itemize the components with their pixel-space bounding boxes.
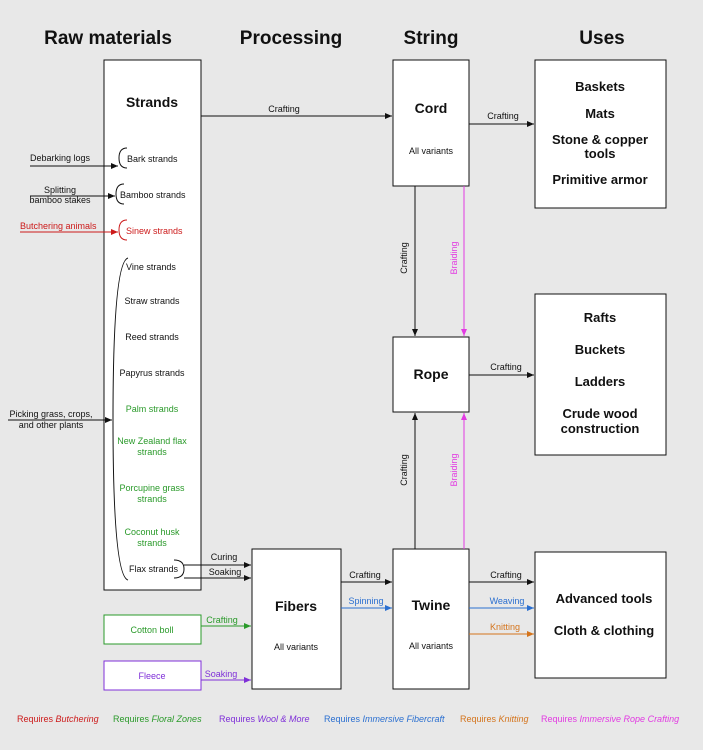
twine-to-rope-crafting-label: Crafting — [399, 454, 409, 486]
column-header-string: String — [404, 28, 459, 49]
cord-to-uses-label: Crafting — [487, 111, 519, 121]
fibers-title: Fibers — [275, 598, 317, 614]
column-header-raw-materials: Raw materials — [44, 28, 172, 49]
bark-strands-label: Bark strands — [127, 154, 178, 164]
use-rafts: Rafts — [584, 310, 617, 325]
cord-box — [392, 59, 470, 187]
curing-label: Curing — [211, 552, 238, 562]
palm-strands-label: Palm strands — [126, 404, 179, 414]
cord-title: Cord — [415, 100, 448, 116]
legend-immersive-rope-crafting: Requires Immersive Rope Crafting — [541, 714, 679, 724]
straw-strands-label: Straw strands — [124, 296, 180, 306]
twine-uses-box — [534, 551, 667, 679]
twine-box — [392, 548, 470, 690]
legend-wool-more: Requires Wool & More — [219, 714, 310, 724]
use-stone-copper-line2: tools — [584, 146, 615, 161]
weaving-label: Weaving — [490, 596, 525, 606]
debarking-label: Debarking logs — [30, 153, 91, 163]
legend-immersive-fibercraft: Requires Immersive Fibercraft — [324, 714, 445, 724]
bark-bracket — [118, 147, 128, 169]
use-crude-wood-line1: Crude wood — [562, 406, 637, 421]
spinning-label: Spinning — [348, 596, 383, 606]
nz-flax-strands-label-line2: strands — [137, 447, 167, 457]
use-baskets: Baskets — [575, 79, 625, 94]
vine-strands-label: Vine strands — [126, 262, 176, 272]
cotton-to-fibers-label: Crafting — [206, 615, 238, 625]
sinew-strands-label: Sinew strands — [126, 226, 183, 236]
porcupine-strands-label-line2: strands — [137, 494, 167, 504]
cotton-boll-label: Cotton boll — [130, 625, 173, 635]
papyrus-strands-label: Papyrus strands — [119, 368, 185, 378]
use-primitive-armor: Primitive armor — [552, 172, 647, 187]
rope-uses-box — [534, 293, 667, 456]
strands-to-cord-label: Crafting — [268, 104, 300, 114]
butchering-label: Butchering animals — [20, 221, 97, 231]
use-crude-wood-line2: construction — [561, 421, 640, 436]
flax-strands-label: Flax strands — [129, 564, 179, 574]
column-header-processing: Processing — [240, 28, 342, 49]
fibers-to-twine-crafting-label: Crafting — [349, 570, 381, 580]
fleece-label: Fleece — [138, 671, 165, 681]
twine-title: Twine — [412, 597, 451, 613]
plants-bracket — [112, 257, 129, 581]
cord-subtitle: All variants — [409, 146, 454, 156]
soaking-label: Soaking — [209, 567, 242, 577]
strands-title: Strands — [126, 94, 178, 110]
cotton-boll-box — [103, 614, 202, 645]
bamboo-bracket — [115, 183, 125, 205]
splitting-label-line1: Splitting — [44, 185, 76, 195]
rope-title: Rope — [414, 366, 449, 382]
twine-to-uses-crafting-label: Crafting — [490, 570, 522, 580]
use-mats: Mats — [585, 106, 615, 121]
use-ladders: Ladders — [575, 374, 626, 389]
legend-butchering: Requires Butchering — [17, 714, 99, 724]
fibers-subtitle: All variants — [274, 642, 319, 652]
column-header-uses: Uses — [579, 28, 624, 49]
bamboo-strands-label: Bamboo strands — [120, 190, 186, 200]
legend-floral-zones: Requires Floral Zones — [113, 714, 202, 724]
splitting-label-line2: bamboo stakes — [29, 195, 91, 205]
coconut-strands-label-line2: strands — [137, 538, 167, 548]
nz-flax-strands-label-line1: New Zealand flax — [117, 436, 187, 446]
use-buckets: Buckets — [575, 342, 626, 357]
rope-to-uses-label: Crafting — [490, 362, 522, 372]
picking-label-line2: and other plants — [19, 420, 84, 430]
reed-strands-label: Reed strands — [125, 332, 179, 342]
flax-bracket — [173, 559, 185, 579]
coconut-strands-label-line1: Coconut husk — [124, 527, 180, 537]
knitting-label: Knitting — [490, 622, 520, 632]
use-cloth-clothing: Cloth & clothing — [554, 623, 654, 638]
picking-label-line1: Picking grass, crops, — [9, 409, 92, 419]
fleece-to-fibers-label: Soaking — [205, 669, 238, 679]
strands-box — [103, 59, 202, 591]
cord-to-rope-braiding-label: Braiding — [449, 241, 459, 274]
rope-box — [392, 336, 470, 413]
legend-knitting: Requires Knitting — [460, 714, 529, 724]
porcupine-strands-label-line1: Porcupine grass — [119, 483, 185, 493]
fibers-box — [251, 548, 342, 690]
fleece-box — [103, 660, 202, 691]
sinew-bracket — [118, 219, 128, 241]
cord-uses-box — [534, 59, 667, 209]
use-advanced-tools: Advanced tools — [556, 591, 653, 606]
twine-subtitle: All variants — [409, 641, 454, 651]
cord-to-rope-crafting-label: Crafting — [399, 242, 409, 274]
use-stone-copper-line1: Stone & copper — [552, 132, 648, 147]
twine-to-rope-braiding-label: Braiding — [449, 453, 459, 486]
